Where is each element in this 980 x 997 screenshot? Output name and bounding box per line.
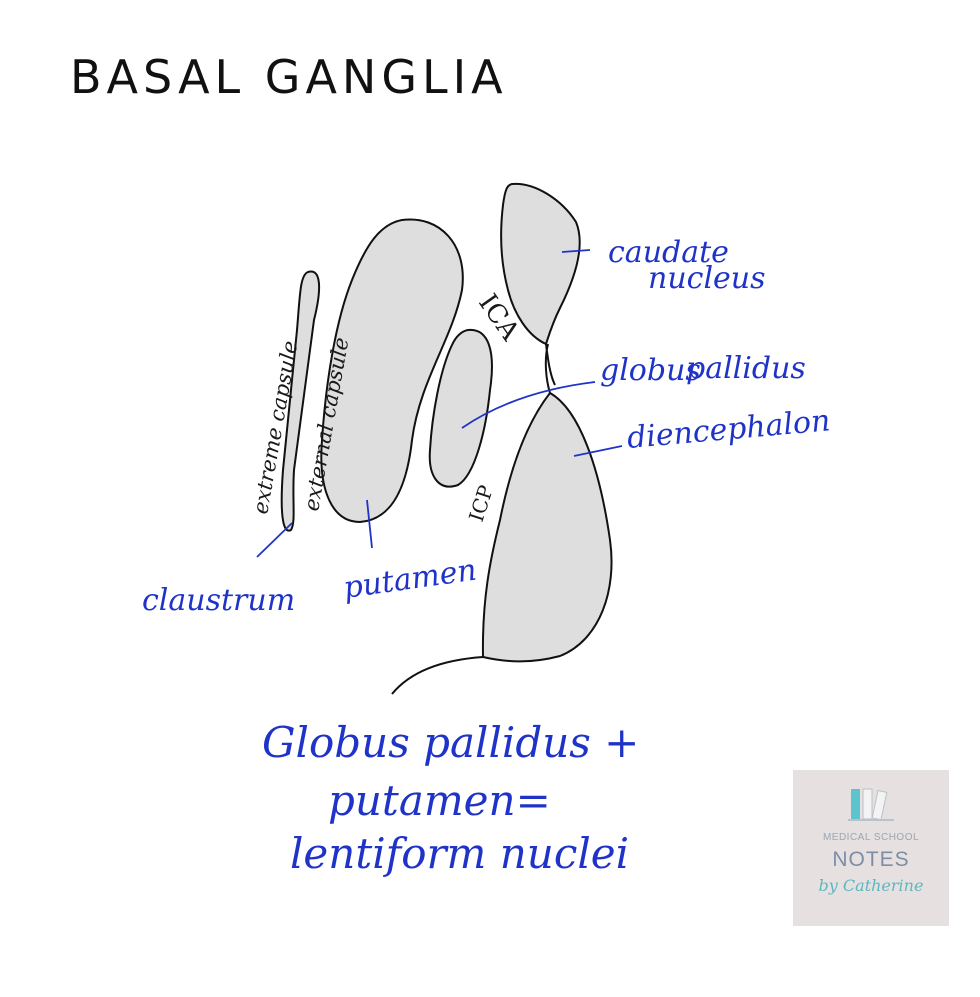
note-line2: putamen=	[328, 776, 551, 825]
label-caudate-line2: nucleus	[648, 261, 766, 296]
page-title: BASAL GANGLIA	[70, 50, 508, 104]
label-globus-line1: globus	[600, 353, 701, 388]
logo: MEDICAL SCHOOL NOTES by Catherine	[793, 770, 949, 926]
label-diencephalon: diencephalon	[626, 403, 832, 456]
leader-caudate	[561, 249, 591, 253]
label-globus-line2: pallidus	[686, 351, 806, 386]
note-line1: Globus pallidus +	[262, 718, 639, 767]
label-claustrum: claustrum	[142, 583, 295, 618]
leader-diencephalon	[573, 445, 623, 457]
label-icp: ICP	[464, 482, 498, 524]
label-putamen: putamen	[341, 553, 479, 606]
logo-text-line3: by Catherine	[818, 876, 924, 895]
caudate-nucleus-shape	[500, 182, 581, 346]
diencephalon-shape	[481, 391, 613, 663]
putamen-shape	[320, 218, 464, 524]
leader-globus	[461, 381, 596, 429]
globus-pallidus-shape	[428, 328, 493, 488]
note-line3: lentiform nuclei	[290, 829, 629, 878]
connecting-stalk	[544, 343, 556, 394]
claustrum-shape	[280, 270, 321, 532]
base-curve	[391, 656, 484, 695]
label-caudate-line1: caudate	[608, 235, 729, 270]
logo-text-line1: MEDICAL SCHOOL	[822, 832, 920, 843]
leader-putamen	[366, 499, 373, 549]
leader-claustrum	[256, 522, 293, 558]
logo-text-line2: NOTES	[832, 848, 910, 871]
books-icon	[848, 788, 894, 821]
